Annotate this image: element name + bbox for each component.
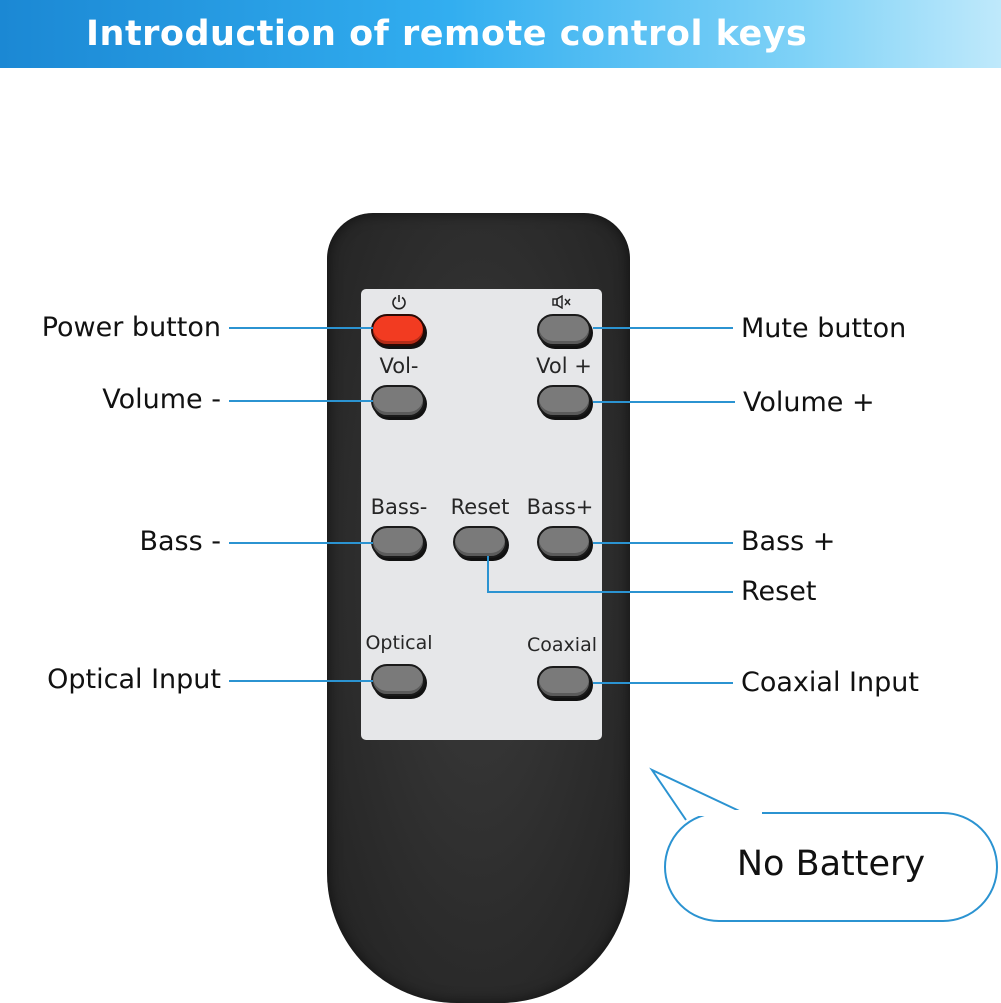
callout-reset: Reset <box>741 576 817 607</box>
callout-vol-minus: Volume - <box>102 384 221 415</box>
mute-icon <box>552 295 571 309</box>
bass-plus-key[interactable] <box>537 526 591 558</box>
callout-power: Power button <box>41 312 221 343</box>
power-icon <box>392 295 406 310</box>
callout-bass-minus: Bass - <box>139 526 221 557</box>
optical-leader-line <box>229 680 373 682</box>
power-leader-line <box>229 327 373 329</box>
no-battery-text: No Battery <box>736 844 926 884</box>
reset-leader-vertical <box>487 556 489 592</box>
bass-plus-key-label: Bass+ <box>526 495 594 519</box>
callout-mute: Mute button <box>741 313 907 344</box>
bubble-tail <box>649 767 751 821</box>
vol-minus-leader-line <box>229 400 373 402</box>
vol-plus-key[interactable] <box>537 385 591 417</box>
vol-minus-key[interactable] <box>371 385 425 417</box>
callout-coaxial: Coaxial Input <box>741 667 919 698</box>
bass-plus-leader-line <box>593 542 733 544</box>
reset-leader-horizontal <box>487 591 733 593</box>
vol-plus-key-label: Vol + <box>536 354 592 378</box>
optical-key[interactable] <box>371 664 425 696</box>
coaxial-key-label: Coaxial <box>527 634 597 656</box>
optical-key-label: Optical <box>365 632 433 654</box>
callout-vol-plus: Volume + <box>743 387 875 418</box>
callout-bass-plus: Bass + <box>741 526 836 557</box>
mute-leader-line <box>593 327 733 329</box>
coaxial-key[interactable] <box>537 666 591 698</box>
mute-key[interactable] <box>537 314 591 346</box>
reset-key[interactable] <box>453 526 507 558</box>
power-key[interactable] <box>371 314 425 346</box>
bass-minus-key[interactable] <box>371 526 425 558</box>
bass-minus-leader-line <box>229 542 373 544</box>
vol-plus-leader-line <box>593 401 735 403</box>
page-title: Introduction of remote control keys <box>86 14 808 54</box>
bubble-tail-joint <box>690 810 762 816</box>
callout-optical: Optical Input <box>47 664 221 695</box>
vol-minus-key-label: Vol- <box>379 354 419 378</box>
coaxial-leader-line <box>593 682 733 684</box>
title-banner: Introduction of remote control keys <box>0 0 1001 68</box>
no-battery-bubble: No Battery <box>664 812 998 922</box>
reset-key-label: Reset <box>450 495 510 519</box>
bass-minus-key-label: Bass- <box>370 495 428 519</box>
